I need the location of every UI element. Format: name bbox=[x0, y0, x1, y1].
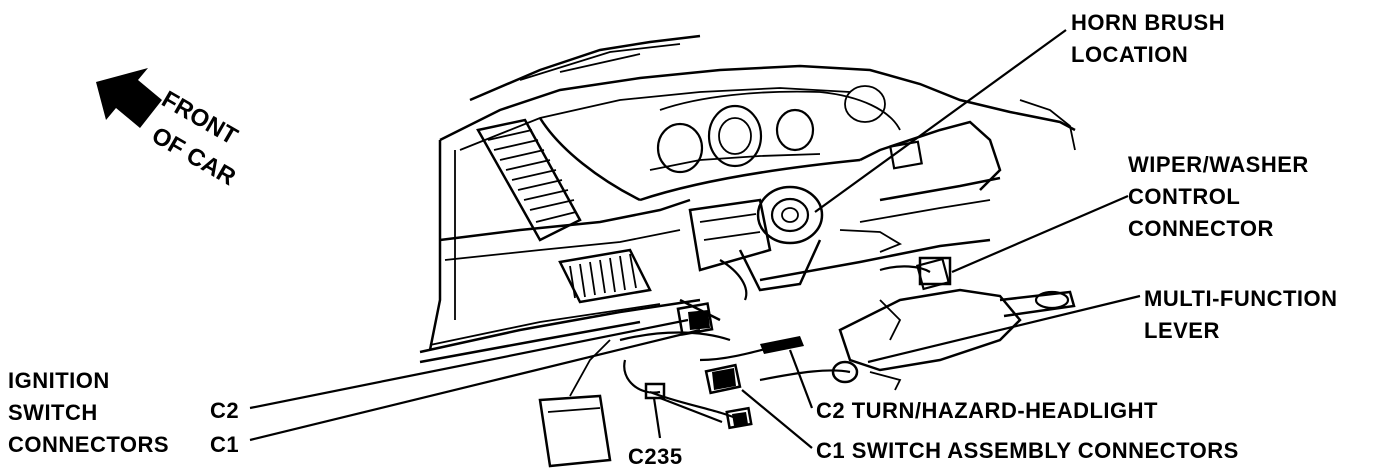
ignition-c1-label: C1 bbox=[210, 432, 239, 457]
front-of-car-indicator: FRONT OF CAR bbox=[96, 68, 242, 191]
lower-vent-slats bbox=[569, 253, 637, 299]
horn-brush-callout: HORN BRUSH LOCATION bbox=[1071, 10, 1225, 67]
wiper-washer-line3: CONNECTOR bbox=[1128, 216, 1274, 241]
multi-function-line1: MULTI-FUNCTION bbox=[1144, 286, 1338, 311]
wiper-washer-callout: WIPER/WASHER CONTROL CONNECTOR bbox=[1128, 152, 1309, 241]
ignition-line3: CONNECTORS bbox=[8, 432, 169, 457]
wiper-washer-line2: CONTROL bbox=[1128, 184, 1240, 209]
horn-brush-line1: HORN BRUSH bbox=[1071, 10, 1225, 35]
leader-lines bbox=[249, 29, 1141, 449]
switch-connectors-callout: C2 TURN/HAZARD-HEADLIGHT C1 SWITCH ASSEM… bbox=[816, 398, 1239, 463]
c2-turn-hazard-label: C2 TURN/HAZARD-HEADLIGHT bbox=[816, 398, 1158, 423]
wiper-washer-line1: WIPER/WASHER bbox=[1128, 152, 1309, 177]
ignition-line1: IGNITION bbox=[8, 368, 110, 393]
c235-label: C235 bbox=[628, 444, 683, 469]
horn-brush-line2: LOCATION bbox=[1071, 42, 1188, 67]
ignition-line2: SWITCH bbox=[8, 400, 98, 425]
ignition-callout: IGNITION SWITCH CONNECTORS C2 C1 bbox=[8, 368, 239, 457]
multi-function-line2: LEVER bbox=[1144, 318, 1220, 343]
dashboard-illustration bbox=[419, 34, 1076, 468]
c1-switch-assembly-label: C1 SWITCH ASSEMBLY CONNECTORS bbox=[816, 438, 1239, 463]
arrow-up-left-icon bbox=[96, 68, 162, 128]
multi-function-callout: MULTI-FUNCTION LEVER bbox=[1144, 286, 1338, 343]
ignition-c2-label: C2 bbox=[210, 398, 239, 423]
upper-vent-slats bbox=[487, 129, 577, 223]
